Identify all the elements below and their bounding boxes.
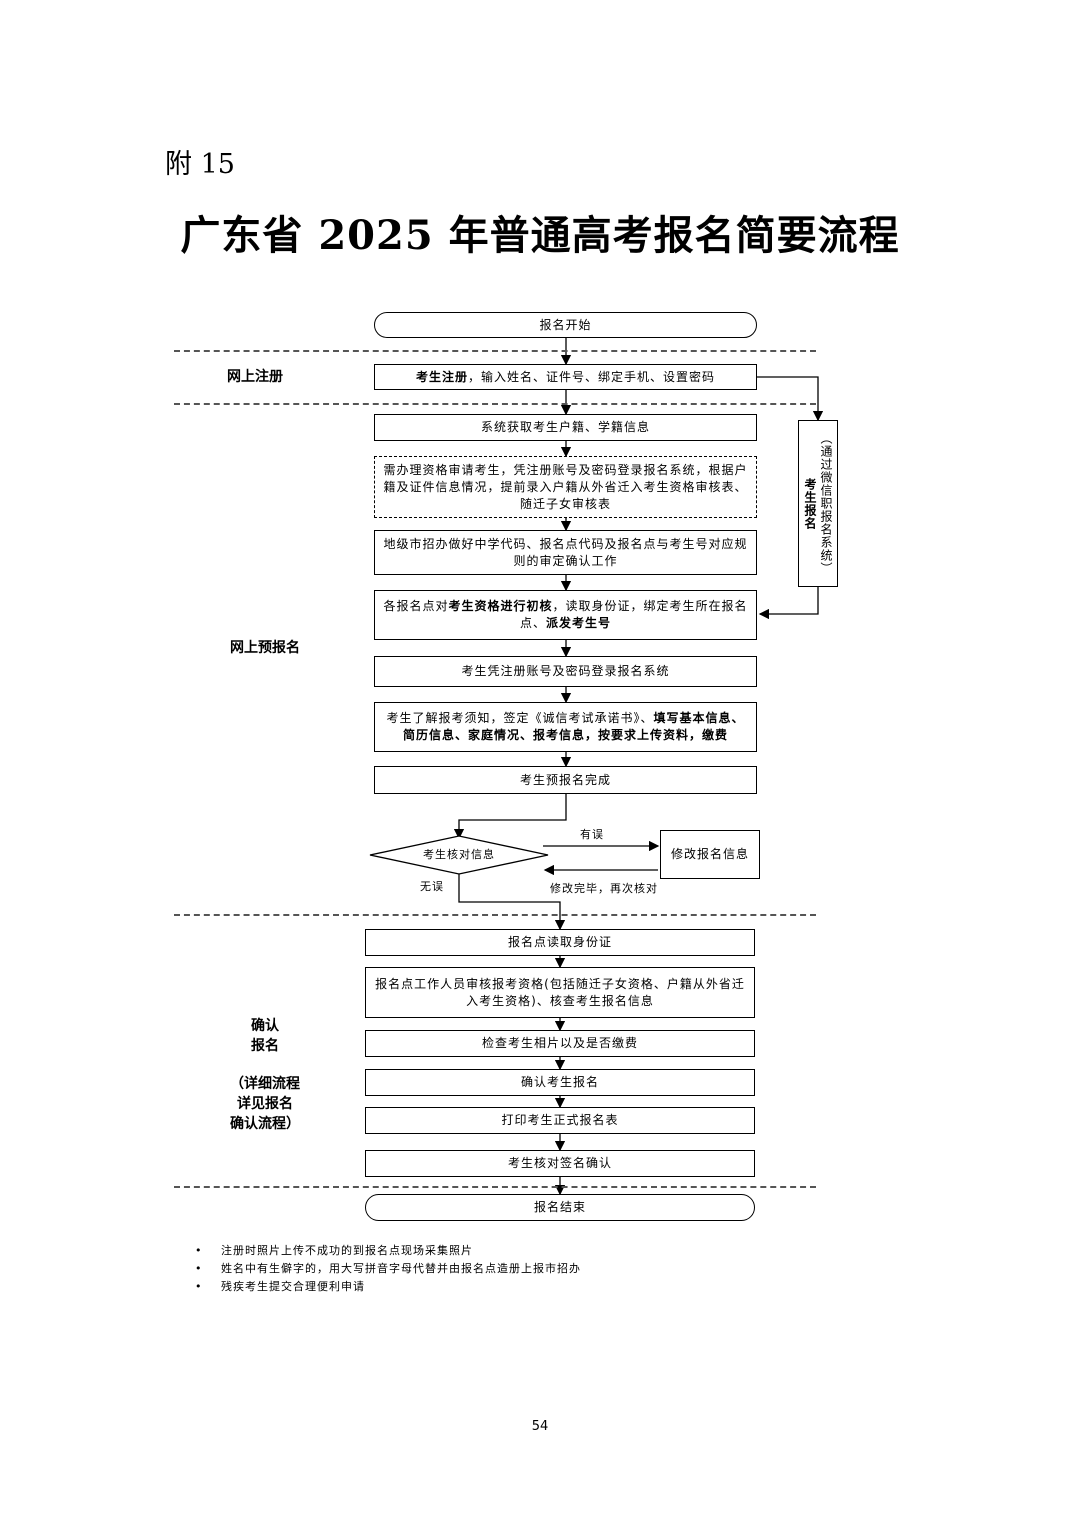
section-confirm-registration: 确认 报名 （详细流程 详见报名 确认流程） [230, 1018, 300, 1132]
section-divider [174, 914, 816, 916]
side-wechat-register: 考生报名 （通过微信职报名系统） [798, 420, 838, 587]
step-staff-review: 报名点工作人员审核报考资格(包括随迁子女资格、户籍从外省迁入考生资格)、核查考生… [365, 967, 755, 1018]
has-error-label: 有误 [580, 828, 604, 841]
step-modify-info: 修改报名信息 [660, 830, 760, 879]
step-preliminary-check: 各报名点对考生资格进行初核，读取身份证，绑定考生所在报名点、派发考生号 [374, 590, 757, 640]
step-print-form: 打印考生正式报名表 [365, 1107, 755, 1134]
section-divider [174, 1186, 816, 1188]
step-login: 考生凭注册账号及密码登录报名系统 [374, 656, 757, 687]
notes-list: 注册时照片上传不成功的到报名点现场采集照片 姓名中有生僻字的，用大写拼音字母代替… [195, 1242, 581, 1296]
start-node: 报名开始 [374, 312, 757, 338]
section-divider [174, 350, 816, 352]
step-qualification-entry: 需办理资格审请考生，凭注册账号及密码登录报名系统，根据户籍及证件信息情况，提前录… [374, 456, 757, 518]
appendix-label: 附 15 [165, 149, 235, 180]
step-confirm-registration: 确认考生报名 [365, 1069, 755, 1096]
page-title: 广东省 2025 年普通高考报名简要流程 [180, 212, 900, 259]
no-error-label: 无误 [420, 880, 444, 893]
step-check-photo: 检查考生相片以及是否缴费 [365, 1030, 755, 1057]
note-item: 注册时照片上传不成功的到报名点现场采集照片 [195, 1242, 581, 1260]
step-fill-info: 考生了解报考须知，签定《诚信考试承诺书》、填写基本信息、简历信息、家庭情况、报考… [374, 702, 757, 752]
step-fetch-info: 系统获取考生户籍、学籍信息 [374, 414, 757, 441]
step-sign-confirm: 考生核对签名确认 [365, 1150, 755, 1177]
verify-decision-label: 考生核对信息 [423, 848, 495, 861]
section-online-pre-register: 网上预报名 [230, 640, 300, 656]
section-divider [174, 403, 816, 405]
end-node: 报名结束 [365, 1194, 755, 1221]
step-register: 考生注册，输入姓名、证件号、绑定手机、设置密码 [374, 364, 757, 390]
note-item: 残疾考生提交合理便利申请 [195, 1278, 581, 1296]
step-city-work: 地级市招办做好中学代码、报名点代码及报名点与考生号对应规则的审定确认工作 [374, 530, 757, 575]
page-number: 54 [531, 1419, 549, 1434]
modify-done-label: 修改完毕，再次核对 [550, 882, 658, 895]
note-item: 姓名中有生僻字的，用大写拼音字母代替并由报名点造册上报市招办 [195, 1260, 581, 1278]
verify-decision-diamond [369, 835, 549, 875]
step-pre-register-done: 考生预报名完成 [374, 766, 757, 794]
section-online-register: 网上注册 [227, 369, 283, 385]
step-read-id: 报名点读取身份证 [365, 929, 755, 956]
